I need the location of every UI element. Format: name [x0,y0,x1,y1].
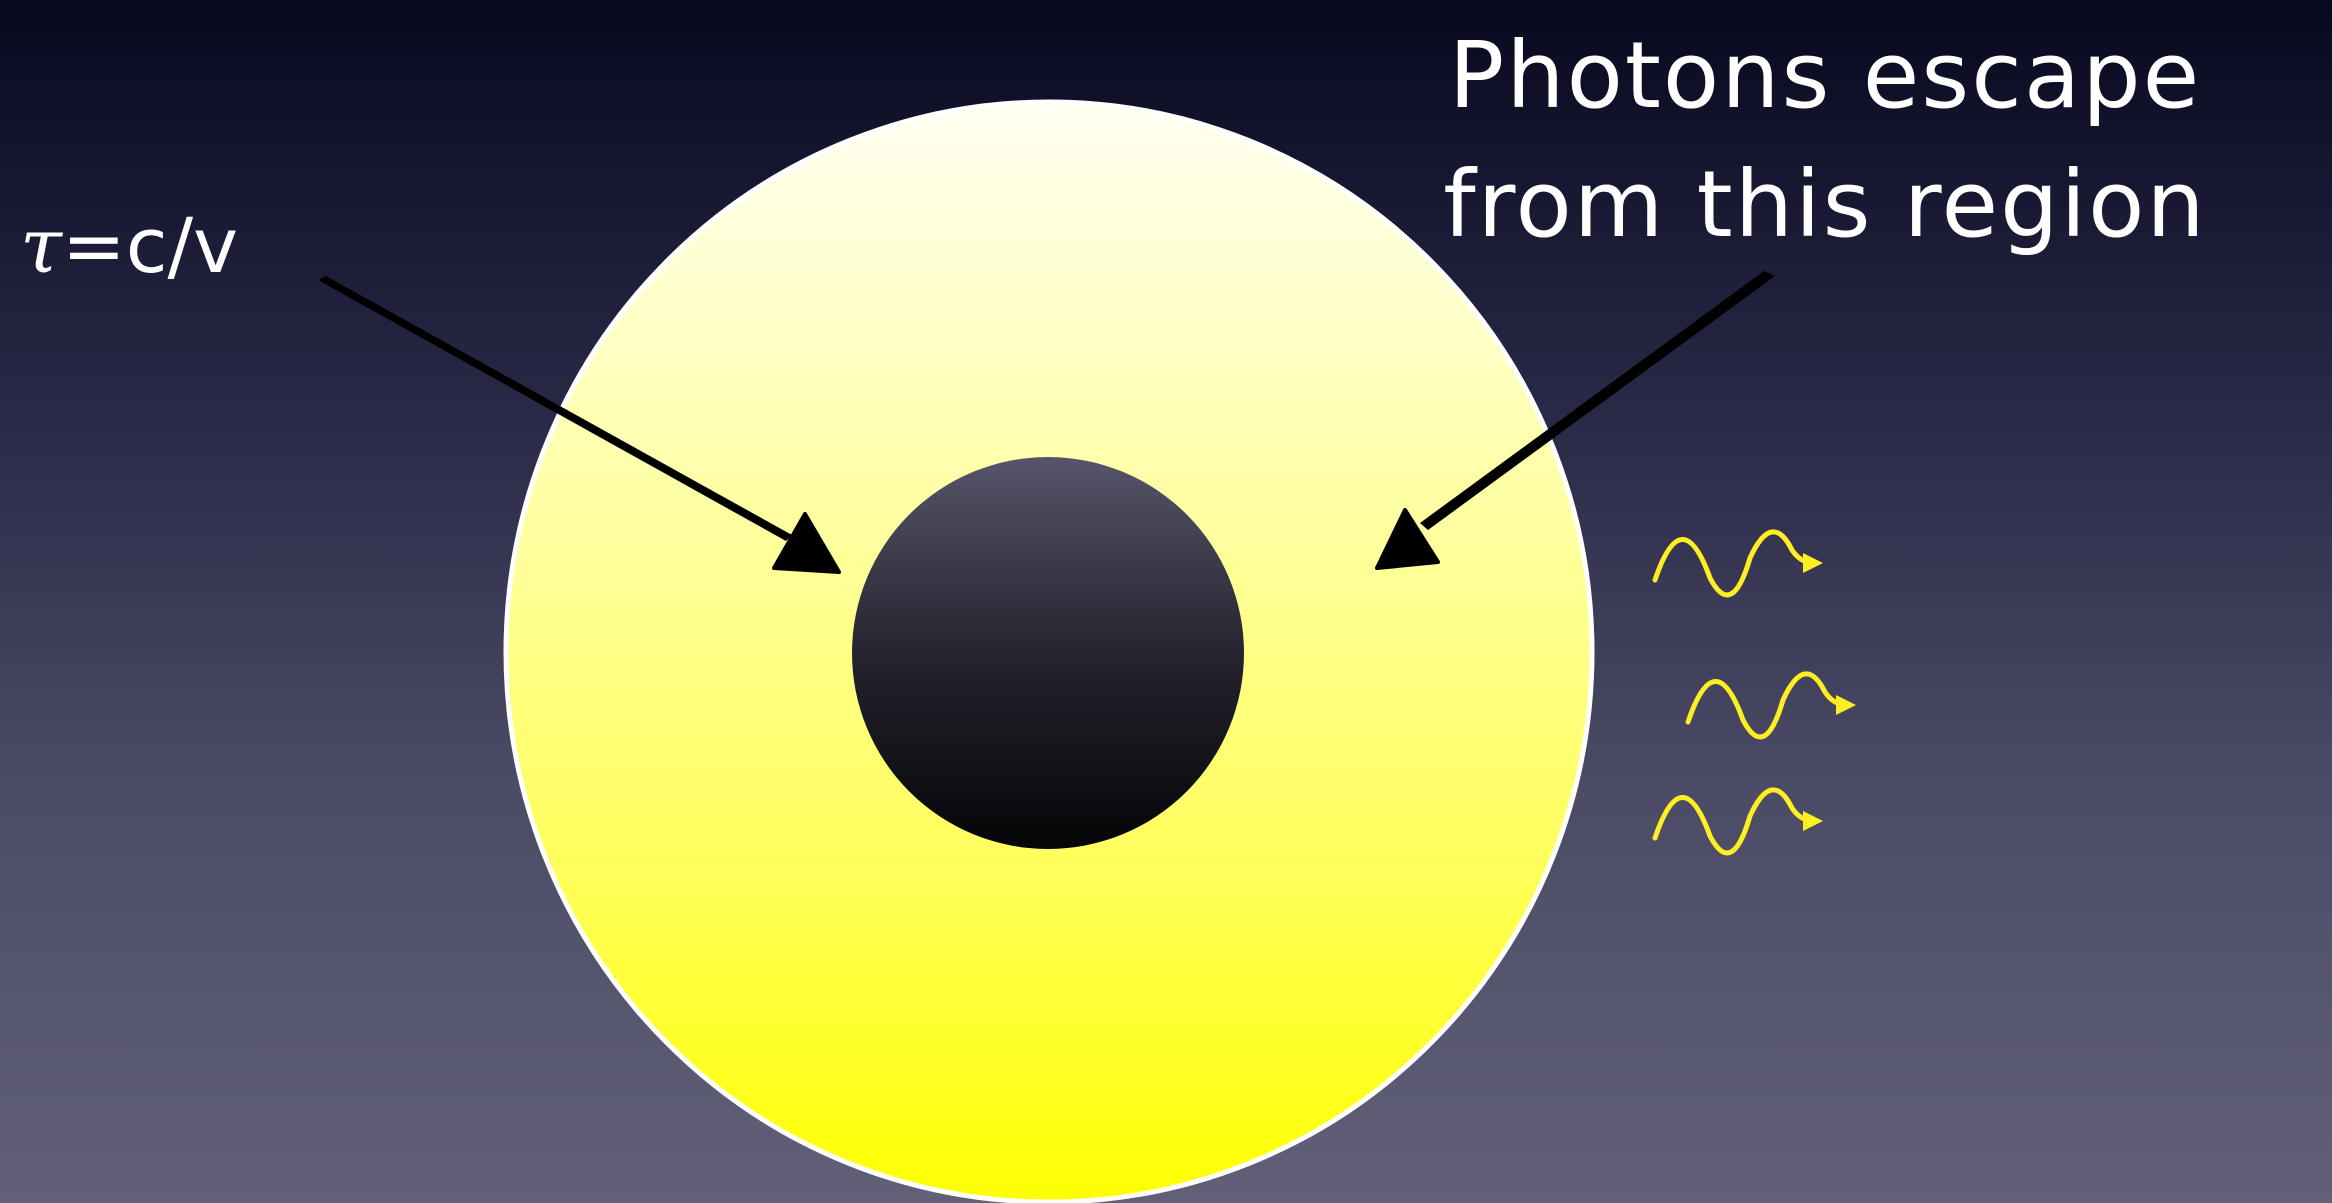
optical-depth-label: τ=c/v [20,208,238,284]
photon-escape-label: Photons escape from this region [1443,22,2207,258]
tau-equation: =c/v [62,201,239,290]
opaque-core-disk [852,457,1244,849]
photon-wave-1 [1652,529,1823,598]
photon-wave-2 [1685,671,1856,740]
left-arrow [318,276,841,574]
photon-wave-3 [1652,787,1823,856]
tau-symbol: τ [20,201,63,290]
right-arrow [1375,271,1775,570]
